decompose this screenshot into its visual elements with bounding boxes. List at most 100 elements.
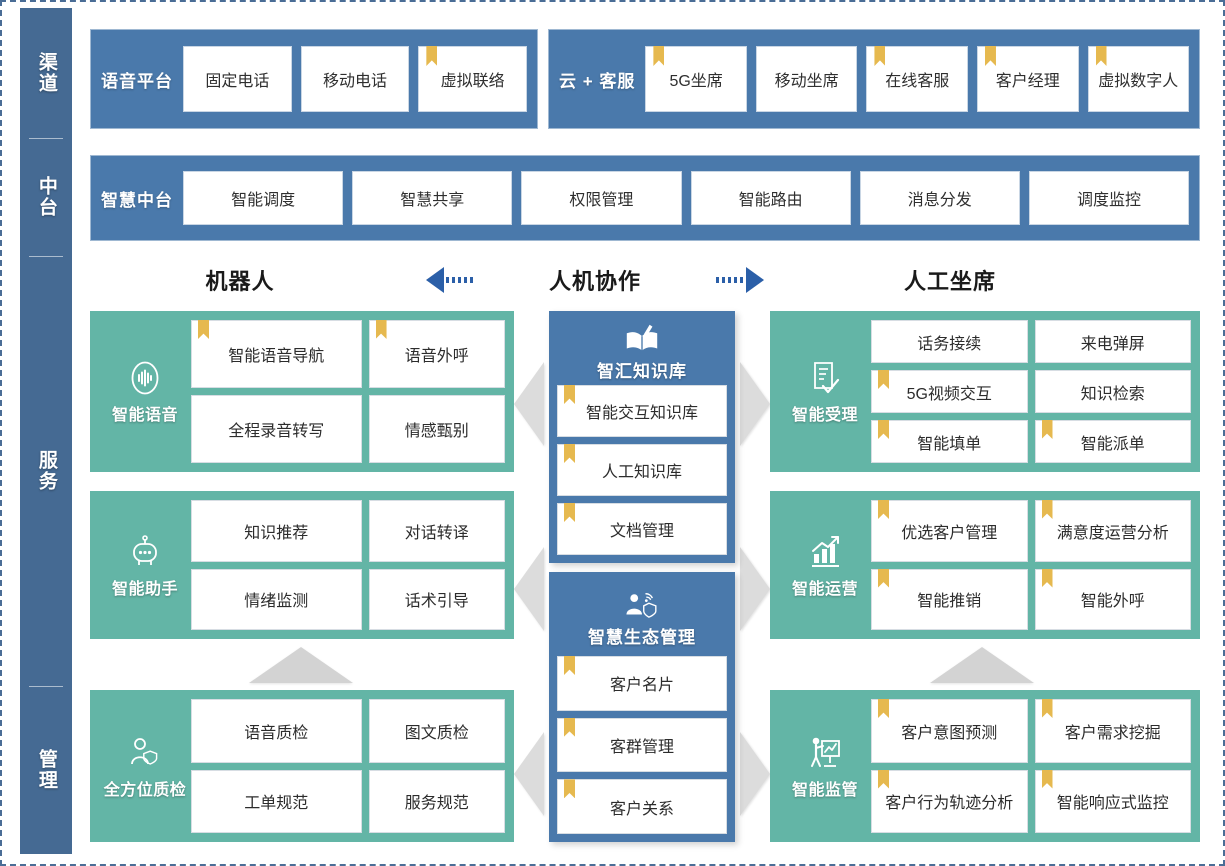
cell-preferred-customer-mgmt[interactable]: 优选客户管理 [871, 500, 1028, 562]
midplatform-title: 智慧中台 [101, 190, 173, 210]
cell-smart-form-fill[interactable]: 智能填单 [871, 420, 1028, 463]
cell-text-image-quality-check[interactable]: 图文质检 [368, 699, 505, 763]
cell-responsive-monitoring[interactable]: 智能响应式监控 [1034, 769, 1191, 833]
document-check-icon [814, 362, 840, 394]
panel-full-quality-check-head: 全方位质检 [99, 733, 191, 800]
card-knowledge-base-title: 智汇知识库 [597, 362, 687, 381]
cloud-service-title: 云 + 客服 [559, 71, 636, 91]
chip-virtual-contact[interactable]: 虚拟联络 [418, 46, 528, 112]
panel-full-quality-check: 全方位质检 语音质检 图文质检 工单规范 服务规范 [90, 690, 514, 842]
cell-behavior-trace-analysis[interactable]: 客户行为轨迹分析 [871, 769, 1028, 833]
cell-voice-outbound[interactable]: 语音外呼 [368, 320, 505, 388]
panel-smart-operation-title: 智能运营 [791, 580, 858, 598]
person-network-icon [626, 593, 657, 618]
voice-platform-band: 语音平台 固定电话 移动电话 虚拟联络 [90, 29, 538, 129]
growth-chart-icon [812, 535, 839, 567]
chip-virtual-human[interactable]: 虚拟数字人 [1087, 46, 1190, 112]
arrow-right-gray-mid-icon [740, 547, 770, 631]
chip-smart-dispatch[interactable]: 智能调度 [183, 171, 344, 225]
cell-ticket-standard[interactable]: 工单规范 [191, 769, 362, 833]
cell-satisfaction-analysis[interactable]: 满意度运营分析 [1034, 500, 1191, 562]
card-eco-management: 智慧生态管理 客户名片 客群管理 客户关系 [549, 572, 735, 842]
item-customer-group-mgmt[interactable]: 客群管理 [557, 717, 727, 773]
cell-5g-video-interaction[interactable]: 5G视频交互 [871, 370, 1028, 413]
robot-icon [133, 534, 157, 565]
panel-smart-assistant-grid: 知识推荐 对话转译 情绪监测 话术引导 [191, 500, 505, 630]
panel-smart-supervision: 智能监管 客户意图预测 客户需求挖掘 客户行为轨迹分析 智能响应式监控 [770, 690, 1200, 842]
open-book-pen-icon [626, 324, 658, 351]
chip-message-dist[interactable]: 消息分发 [859, 171, 1020, 225]
cell-knowledge-recommend[interactable]: 知识推荐 [191, 500, 362, 562]
item-interactive-kb[interactable]: 智能交互知识库 [557, 385, 727, 437]
cell-smart-marketing[interactable]: 智能推销 [871, 568, 1028, 630]
voice-platform-items: 固定电话 移动电话 虚拟联络 [183, 46, 528, 112]
cell-voice-navigation[interactable]: 智能语音导航 [191, 320, 362, 388]
cell-dialog-translate[interactable]: 对话转译 [368, 500, 505, 562]
rail-item-midplatform[interactable]: 中台 [20, 138, 72, 256]
cell-script-guidance[interactable]: 话术引导 [368, 568, 505, 630]
card-knowledge-base-list: 智能交互知识库 人工知识库 文档管理 [557, 385, 727, 555]
rail-item-management[interactable]: 管理 [20, 686, 72, 854]
card-knowledge-base: 智汇知识库 智能交互知识库 人工知识库 文档管理 [549, 311, 735, 563]
cell-smart-dispatch-order[interactable]: 智能派单 [1034, 420, 1191, 463]
cell-emotion-monitor[interactable]: 情绪监测 [191, 568, 362, 630]
chip-mobile-seat[interactable]: 移动坐席 [755, 46, 858, 112]
panel-smart-operation-grid: 优选客户管理 满意度运营分析 智能推销 智能外呼 [871, 500, 1191, 630]
item-customer-relation[interactable]: 客户关系 [557, 779, 727, 835]
chip-online-service[interactable]: 在线客服 [866, 46, 968, 112]
cell-smart-outbound[interactable]: 智能外呼 [1034, 568, 1191, 630]
panel-smart-voice-head: 智能语音 [99, 358, 191, 425]
arrow-left-dashed-icon [390, 267, 510, 293]
chip-smart-routing[interactable]: 智能路由 [690, 171, 851, 225]
panel-smart-acceptance-head: 智能受理 [779, 358, 871, 425]
rail-item-service[interactable]: 服务 [20, 256, 72, 686]
panel-smart-operation: 智能运营 优选客户管理 满意度运营分析 智能推销 智能外呼 [770, 491, 1200, 639]
card-eco-management-title: 智慧生态管理 [588, 628, 696, 647]
chip-account-manager[interactable]: 客户经理 [976, 46, 1079, 112]
flow-label-collab: 人机协作 [548, 269, 641, 294]
cell-call-connection[interactable]: 话务接续 [871, 320, 1028, 363]
midplatform-items: 智能调度 智慧共享 权限管理 智能路由 消息分发 调度监控 [183, 171, 1190, 225]
panel-smart-acceptance-title: 智能受理 [791, 407, 858, 424]
chip-permission-mgmt[interactable]: 权限管理 [521, 171, 682, 225]
panel-smart-supervision-grid: 客户意图预测 客户需求挖掘 客户行为轨迹分析 智能响应式监控 [871, 699, 1191, 833]
card-eco-management-head: 智慧生态管理 [557, 580, 727, 656]
cell-customer-intent-prediction[interactable]: 客户意图预测 [871, 699, 1028, 763]
panel-smart-acceptance-grid: 话务接续 来电弹屏 5G视频交互 知识检索 智能填单 智能派单 [871, 320, 1191, 463]
left-rail: 渠道 中台 服务 管理 [20, 8, 72, 854]
cell-customer-demand-mining[interactable]: 客户需求挖掘 [1034, 699, 1191, 763]
rail-item-channel[interactable]: 渠道 [20, 8, 72, 138]
chip-smart-share[interactable]: 智慧共享 [352, 171, 513, 225]
panel-smart-voice: 智能语音 智能语音导航 语音外呼 全程录音转写 情感甄别 [90, 311, 514, 472]
cell-voice-quality-check[interactable]: 语音质检 [191, 699, 362, 763]
panel-smart-supervision-title: 智能监管 [791, 781, 858, 799]
item-customer-card[interactable]: 客户名片 [557, 656, 727, 711]
cell-emotion-discrimination[interactable]: 情感甄别 [368, 395, 505, 463]
rail-label-midplatform: 中台 [35, 176, 57, 218]
panel-smart-voice-title: 智能语音 [111, 407, 178, 424]
arrow-right-gray-top-icon [740, 362, 770, 446]
chip-mobile-phone[interactable]: 移动电话 [300, 46, 410, 112]
chip-dispatch-monitor[interactable]: 调度监控 [1028, 171, 1190, 225]
chip-fixed-phone[interactable]: 固定电话 [183, 46, 292, 112]
voice-wave-icon [131, 361, 159, 395]
arrow-right-gray-bottom-icon [740, 732, 770, 816]
item-manual-kb[interactable]: 人工知识库 [557, 444, 727, 496]
cell-service-standard[interactable]: 服务规范 [368, 769, 505, 833]
cell-full-recording-transcribe[interactable]: 全程录音转写 [191, 395, 362, 463]
cell-knowledge-search[interactable]: 知识检索 [1034, 370, 1191, 413]
rail-label-management: 管理 [35, 749, 57, 791]
arrow-right-dashed-icon [680, 267, 800, 293]
midplatform-band: 智慧中台 智能调度 智慧共享 权限管理 智能路由 消息分发 调度监控 [90, 155, 1200, 241]
card-knowledge-base-head: 智汇知识库 [557, 319, 727, 385]
panel-smart-supervision-head: 智能监管 [779, 733, 871, 800]
panel-smart-assistant: 智能助手 知识推荐 对话转译 情绪监测 话术引导 [90, 491, 514, 639]
panel-smart-assistant-title: 智能助手 [111, 580, 178, 598]
cell-incoming-popup[interactable]: 来电弹屏 [1034, 320, 1191, 363]
rail-label-service: 服务 [35, 450, 57, 492]
chip-5g-seat[interactable]: 5G坐席 [645, 46, 747, 112]
panel-full-quality-check-title: 全方位质检 [103, 781, 187, 799]
panel-smart-operation-head: 智能运营 [779, 532, 871, 599]
item-document-mgmt[interactable]: 文档管理 [557, 503, 727, 555]
card-eco-management-list: 客户名片 客群管理 客户关系 [557, 656, 727, 835]
